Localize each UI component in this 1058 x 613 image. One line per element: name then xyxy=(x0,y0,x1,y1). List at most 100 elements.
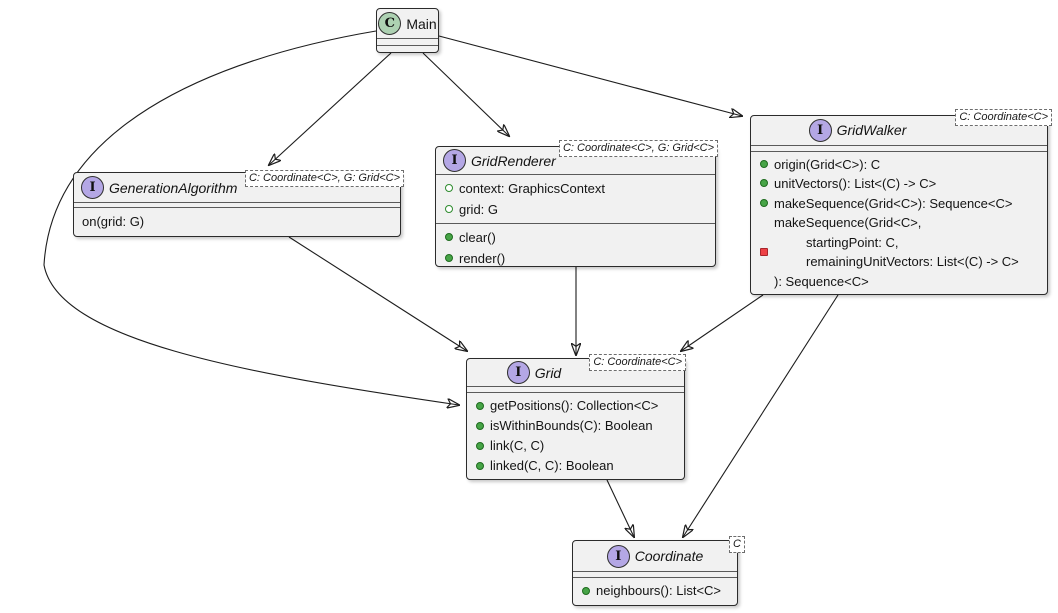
class-header-coordinate: I Coordinate xyxy=(573,541,737,571)
arrow-gridwalker-to-coordinate xyxy=(683,294,839,537)
generic-type-label: C: Coordinate<C>, G: Grid<C> xyxy=(244,170,404,187)
compartment-separator xyxy=(436,223,715,224)
class-title-generation-algorithm: GenerationAlgorithm xyxy=(109,179,238,196)
interface-icon-letter: I xyxy=(89,180,96,195)
methods-compartment: origin(Grid<C>): C unitVectors(): List<(… xyxy=(751,152,1047,295)
methods-compartment: on(grid: G) xyxy=(74,208,400,236)
interface-icon-letter: I xyxy=(615,548,622,564)
class-icon: C xyxy=(378,12,402,35)
class-header-grid: I Grid xyxy=(467,359,684,386)
interface-icon: I xyxy=(808,118,832,142)
method-row: render() xyxy=(442,248,709,269)
arrow-main-to-generationalgorithm xyxy=(269,52,392,165)
public-method-icon xyxy=(760,179,768,188)
method-text-line: remainingUnitVectors: List<(C) -> C> xyxy=(806,254,1019,269)
method-row: unitVectors(): List<(C) -> C> xyxy=(757,174,1041,194)
method-row: clear() xyxy=(442,227,709,248)
class-box-grid-renderer: C: Coordinate<C>, G: Grid<C> I GridRende… xyxy=(435,140,718,267)
public-method-icon xyxy=(445,254,453,262)
class-title-coordinate: Coordinate xyxy=(634,548,704,564)
arrow-gridwalker-to-grid xyxy=(681,294,764,351)
public-method-icon xyxy=(445,233,453,241)
method-row: origin(Grid<C>): C xyxy=(757,155,1041,175)
compartment-separator xyxy=(74,207,400,208)
public-method-icon xyxy=(476,401,484,410)
interface-icon: I xyxy=(606,544,630,568)
class-box-coordinate: C I Coordinate neighbours(): List<C> xyxy=(572,536,745,606)
methods-compartment: getPositions(): Collection<C> isWithinBo… xyxy=(467,393,684,479)
method-text: origin(Grid<C>): C xyxy=(774,156,881,172)
generic-type-label: C: Coordinate<C> xyxy=(955,109,1052,126)
method-text: isWithinBounds(C): Boolean xyxy=(490,418,653,433)
interface-icon: I xyxy=(81,176,104,199)
public-method-icon xyxy=(476,461,484,470)
public-method-icon xyxy=(582,586,590,595)
method-row: makeSequence(Grid<C>): Sequence<C> xyxy=(757,194,1041,214)
arrow-main-to-grid xyxy=(43,30,459,405)
interface-icon-letter: I xyxy=(515,365,522,380)
method-row-multiline: makeSequence(Grid<C>, startingPoint: C, … xyxy=(757,213,1041,291)
fields-compartment: context: GraphicsContext grid: G xyxy=(436,175,715,223)
generic-type-label: C: Coordinate<C>, G: Grid<C> xyxy=(558,140,718,157)
class-header-main: C Main xyxy=(377,9,438,38)
method-text-line: ): Sequence<C> xyxy=(774,273,869,289)
arrow-main-to-gridrenderer xyxy=(422,52,509,136)
arrow-main-to-gridwalker xyxy=(438,35,742,116)
method-row: linked(C, C): Boolean xyxy=(473,456,678,476)
class-title-main: Main xyxy=(406,15,437,32)
method-row: link(C, C) xyxy=(473,436,678,456)
field-row: grid: G xyxy=(442,199,709,220)
public-method-icon xyxy=(760,159,768,168)
method-text: clear() xyxy=(459,230,496,245)
public-field-icon xyxy=(445,184,453,192)
class-icon-letter: C xyxy=(384,16,395,31)
generic-type-label: C: Coordinate<C> xyxy=(589,354,686,371)
method-row: on(grid: G) xyxy=(80,211,394,233)
compartment-separator xyxy=(751,144,1047,146)
method-row: neighbours(): List<C> xyxy=(579,581,731,601)
compartment-separator xyxy=(377,45,438,46)
class-title-grid-renderer: GridRenderer xyxy=(471,152,556,169)
compartment-separator xyxy=(751,150,1047,152)
field-row: context: GraphicsContext xyxy=(442,178,709,199)
compartment-separator xyxy=(467,392,684,393)
public-method-icon xyxy=(476,421,484,430)
compartment-separator xyxy=(74,202,400,203)
method-text: render() xyxy=(459,251,506,266)
public-field-icon xyxy=(445,205,453,213)
class-box-generation-algorithm: C: Coordinate<C>, G: Grid<C> I Generatio… xyxy=(73,170,404,237)
method-text: makeSequence(Grid<C>): Sequence<C> xyxy=(774,195,1013,211)
compartment-separator xyxy=(436,174,715,175)
method-text: link(C, C) xyxy=(490,438,545,453)
interface-icon: I xyxy=(506,361,530,384)
compartment-separator xyxy=(573,571,737,572)
public-method-icon xyxy=(476,441,484,450)
interface-icon-letter: I xyxy=(817,122,824,138)
class-title-grid-walker: GridWalker xyxy=(836,122,907,139)
class-header-generation-algorithm: I GenerationAlgorithm xyxy=(74,173,400,202)
field-text: context: GraphicsContext xyxy=(459,181,605,196)
arrow-generationalgorithm-to-grid xyxy=(288,236,467,351)
method-text: linked(C, C): Boolean xyxy=(490,458,614,473)
class-header-grid-walker: I GridWalker xyxy=(751,116,1047,145)
method-text: getPositions(): Collection<C> xyxy=(490,398,659,413)
private-method-icon xyxy=(760,247,768,256)
field-text: grid: G xyxy=(459,202,499,217)
methods-compartment: clear() render() xyxy=(436,224,715,272)
class-box-grid: C: Coordinate<C> I Grid getPositions(): … xyxy=(466,354,686,480)
interface-icon: I xyxy=(443,149,466,172)
method-row: getPositions(): Collection<C> xyxy=(473,396,678,416)
class-header-grid-renderer: I GridRenderer xyxy=(436,147,715,174)
compartment-separator xyxy=(467,386,684,387)
arrow-grid-to-coordinate xyxy=(606,479,634,537)
method-text: unitVectors(): List<(C) -> C> xyxy=(774,176,937,191)
public-method-icon xyxy=(760,198,768,207)
class-title-grid: Grid xyxy=(534,364,562,381)
method-text-line: makeSequence(Grid<C>, xyxy=(774,215,922,230)
method-row: isWithinBounds(C): Boolean xyxy=(473,416,678,436)
method-text-line: startingPoint: C, xyxy=(806,234,899,250)
generic-type-label: C xyxy=(729,536,745,553)
empty-methods-compartment xyxy=(377,46,438,52)
